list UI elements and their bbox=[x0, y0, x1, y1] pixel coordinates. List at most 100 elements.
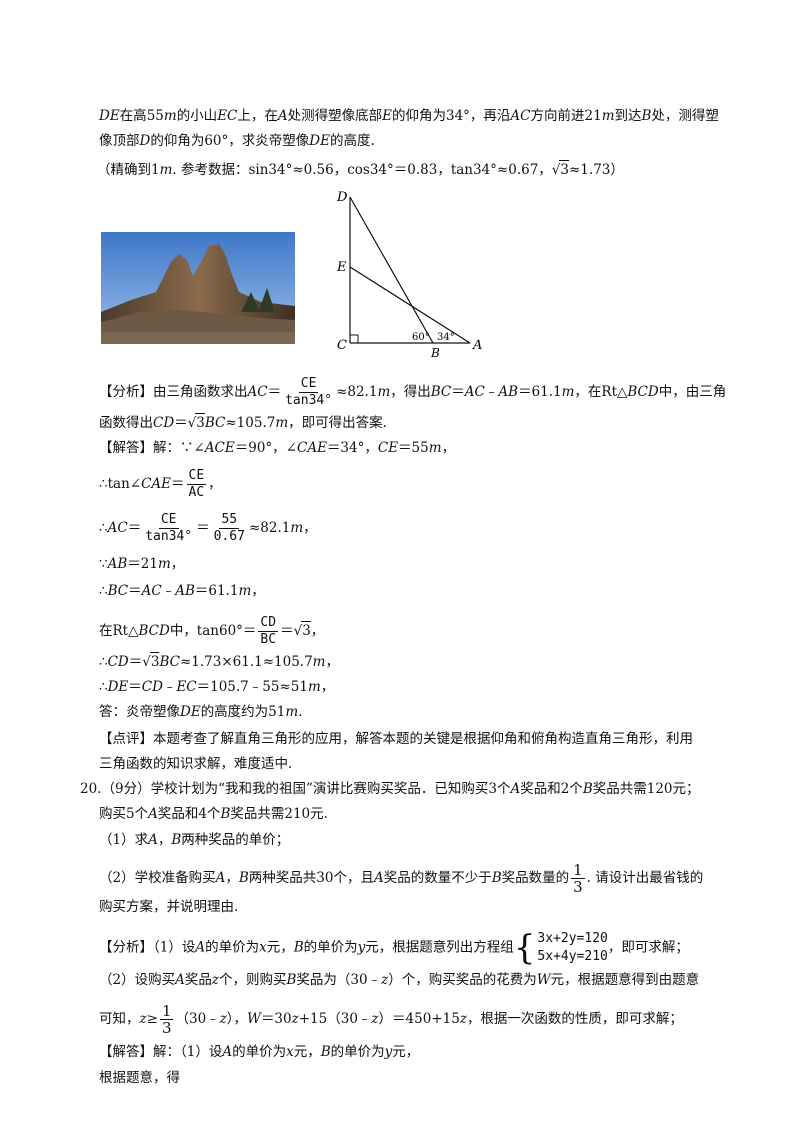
text: ＝ bbox=[171, 476, 185, 492]
text: 两种奖品共30个，且 bbox=[248, 870, 374, 886]
text: A bbox=[277, 108, 288, 124]
sqrt-radicand: 3 bbox=[195, 413, 205, 431]
text: m bbox=[290, 520, 304, 536]
text: . bbox=[298, 704, 303, 720]
comment19-line1: 【点评】本题考查了解直角三角形的应用，解答本题的关键是根据仰角和俯角构造直角三角… bbox=[99, 731, 693, 747]
text: ∵ bbox=[99, 556, 108, 572]
text: （9分）学校计划为“我和我的祖国”演讲比赛购买奖品．已知购买3个 bbox=[101, 781, 511, 797]
denominator: tan34° bbox=[145, 529, 193, 544]
text: （2）学校准备购买 bbox=[99, 870, 216, 886]
text: ＝34°， bbox=[326, 440, 378, 456]
solution19-line4: ∵AB＝21m， bbox=[99, 555, 184, 573]
text: m bbox=[377, 384, 391, 400]
text: 元， bbox=[293, 1044, 321, 1060]
analysis20-line1: 【分析】（1）设A的单价为x元，B的单价为y元，根据题意列出方程组{3x+2y=… bbox=[99, 930, 689, 966]
text: ﹣ bbox=[484, 384, 499, 400]
text: B bbox=[320, 1044, 331, 1060]
numerator: CE bbox=[186, 468, 207, 485]
text: ∴ bbox=[99, 520, 108, 536]
text: 【解答】解：（1）设 bbox=[99, 1044, 223, 1060]
text: 奖品和2个 bbox=[520, 781, 583, 797]
text: ， bbox=[208, 476, 222, 492]
angle-60-label: 60° bbox=[412, 332, 430, 343]
text: ＝21 bbox=[127, 556, 158, 572]
label-B: B bbox=[430, 346, 440, 360]
text: 在Rt△ bbox=[99, 623, 139, 639]
solution19-line1: 【解答】解：∵∠ACE＝90°，∠CAE＝34°，CE＝55m， bbox=[99, 439, 455, 457]
text: 可知， bbox=[99, 1011, 140, 1027]
problem19-line2: 像顶部D的仰角为60°，求炎帝塑像DE的高度. bbox=[99, 132, 375, 150]
text: y bbox=[357, 939, 366, 956]
text: A bbox=[373, 870, 384, 886]
text: ＝90°，∠ bbox=[234, 440, 297, 456]
text: ＝ bbox=[174, 415, 188, 431]
text: . 参考数据：sin34°≈0.56，cos34°＝0.83，tan34°≈0.… bbox=[172, 162, 552, 178]
denominator: 3 bbox=[161, 1019, 172, 1037]
text: 的高度. bbox=[329, 133, 375, 149]
text: （1）求 bbox=[99, 832, 149, 848]
text: B bbox=[491, 870, 502, 886]
text: ＝30 bbox=[260, 1011, 292, 1027]
text: B bbox=[286, 972, 297, 988]
text: ＝105.7﹣55≈51 bbox=[196, 679, 308, 695]
text: ＝ bbox=[128, 679, 142, 695]
text: z bbox=[459, 1011, 467, 1027]
solution19-line7: ∴CD＝√3BC≈1.73×61.1≈105.7m， bbox=[99, 652, 339, 671]
text: m bbox=[428, 440, 442, 456]
text: 的仰角为60°，求炎帝塑像 bbox=[150, 133, 310, 149]
text: m bbox=[275, 415, 289, 431]
text: m bbox=[157, 556, 171, 572]
text: 中，tan60°＝ bbox=[169, 623, 257, 639]
text: ＝ bbox=[280, 623, 294, 639]
text: BC bbox=[204, 415, 226, 431]
text: ≈82.1 bbox=[336, 384, 378, 400]
text: m bbox=[561, 384, 575, 400]
text: 的单价为 bbox=[232, 1044, 287, 1060]
text: ， bbox=[310, 623, 325, 639]
text: 元， bbox=[392, 1044, 420, 1060]
text: EC bbox=[217, 108, 238, 124]
numerator: 55 bbox=[219, 512, 240, 529]
solution20-line1: 【解答】解：（1）设A的单价为x元，B的单价为y元， bbox=[99, 1043, 419, 1061]
text: ， bbox=[251, 583, 265, 599]
text: （2）设购买 bbox=[99, 972, 176, 988]
text: ， bbox=[157, 832, 172, 848]
problem20-q1: （1）求A，B两种奖品的单价； bbox=[99, 831, 289, 849]
text: 在高 bbox=[119, 108, 147, 124]
text: AB bbox=[175, 583, 195, 599]
text: 的单价为 bbox=[303, 939, 358, 956]
solution19-line5: ∴BC＝AC﹣AB＝61.1m， bbox=[99, 582, 265, 600]
problem19-line3: （精确到1m. 参考数据：sin34°≈0.56，cos34°＝0.83，tan… bbox=[97, 160, 624, 179]
text: ，在Rt△ bbox=[574, 384, 628, 400]
text: 答：炎帝塑像 bbox=[99, 704, 180, 720]
text: 奖品和4个 bbox=[157, 806, 221, 822]
text: ＝ bbox=[451, 384, 465, 400]
text: CE bbox=[377, 440, 399, 456]
text: E bbox=[382, 108, 392, 124]
analysis19-line2: 函数得出CD＝√3BC≈105.7m，即可得出答案. bbox=[99, 413, 387, 432]
text: ， bbox=[225, 870, 239, 886]
equation-1: 3x+2y=120 bbox=[537, 931, 608, 946]
problem20-q2-line2: 购买方案，并说明理由. bbox=[99, 899, 239, 915]
text: AC bbox=[510, 108, 531, 124]
text: 元，根据题意得到由题意 bbox=[550, 972, 700, 988]
right-angle-mark bbox=[350, 334, 359, 343]
text: ≈105.7 bbox=[225, 415, 276, 431]
text: ∴tan∠ bbox=[99, 476, 142, 492]
text: 上，在 bbox=[237, 108, 278, 124]
statue-photo bbox=[101, 232, 295, 344]
text: ∴ bbox=[99, 679, 108, 695]
text: AC bbox=[247, 384, 268, 400]
text: 处，测得塑 bbox=[651, 108, 719, 124]
text: 元，根据题意列出方程组 bbox=[365, 939, 514, 956]
text: ，根据一次函数的性质，即可求解； bbox=[466, 1011, 683, 1027]
text: +15（30﹣ bbox=[298, 1011, 372, 1027]
text: 奖品 bbox=[184, 972, 212, 988]
text: 两种奖品的单价； bbox=[181, 832, 290, 848]
text: B bbox=[641, 108, 652, 124]
